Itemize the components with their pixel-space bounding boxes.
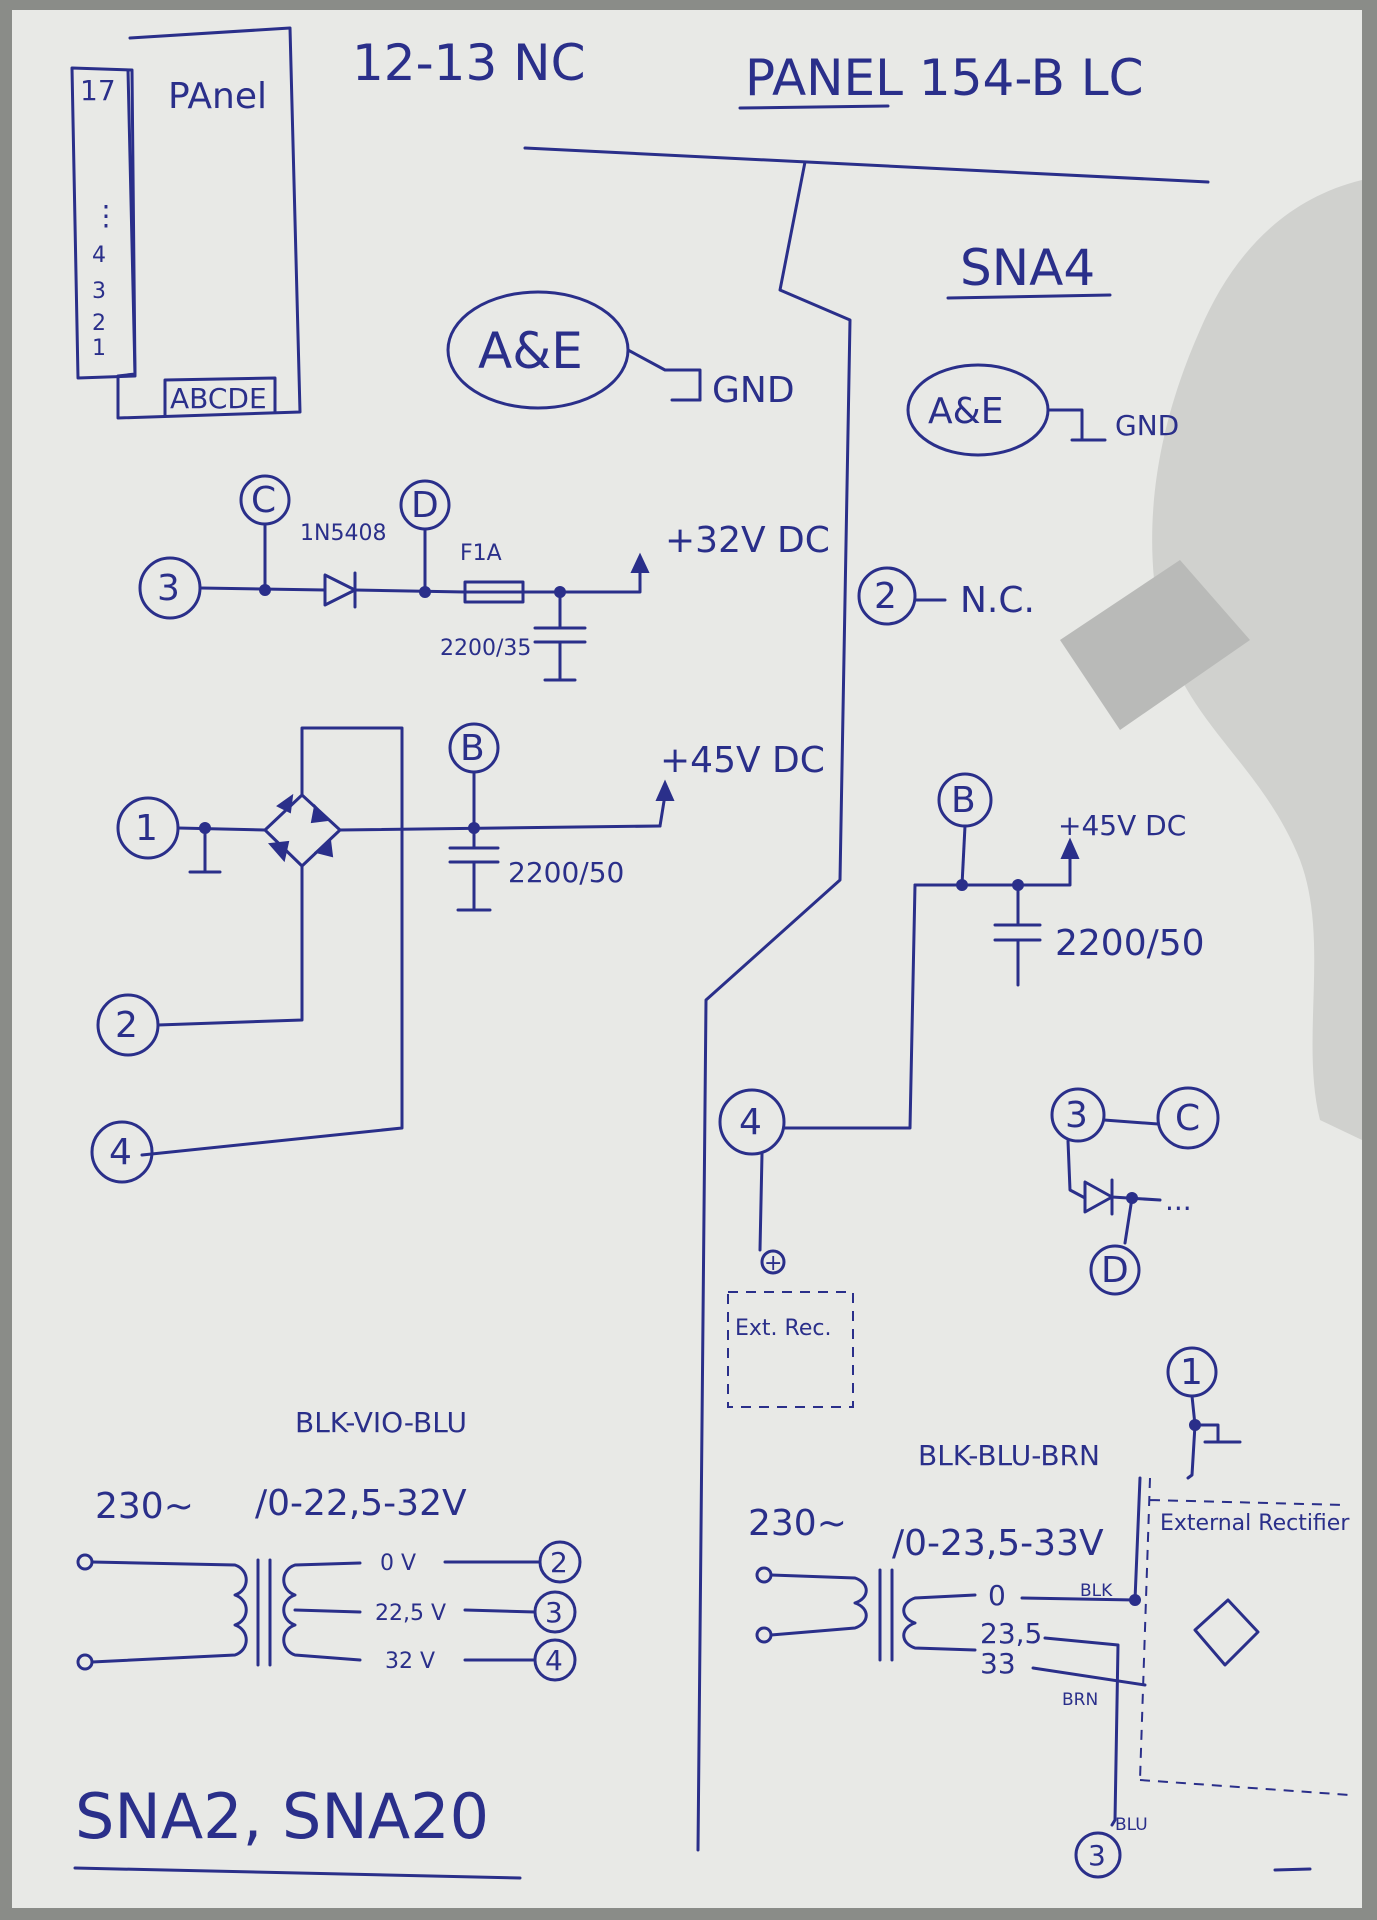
left-tap-22: 22,5 V	[375, 1601, 446, 1626]
panel-pin-dots: ⋮	[92, 199, 120, 232]
left-ae-label: A&E	[478, 322, 583, 380]
left-out-4: 4	[545, 1644, 563, 1677]
left-out-2: 2	[550, 1546, 568, 1579]
right-ae-label: A&E	[928, 391, 1003, 432]
left-node-3: 3	[157, 568, 180, 609]
panel-pin-1: 1	[92, 336, 106, 361]
center-divider	[696, 160, 852, 1852]
right-tap-33: 33	[980, 1647, 1016, 1680]
left-transformer: BLK-VIO-BLU 230~ /0-22,5-32V 0 V 22,5 V …	[73, 1406, 582, 1880]
right-gnd-label: GND	[1115, 409, 1179, 442]
right-nc-row: 2 N.C.	[857, 566, 1035, 626]
left-cap1-label: 2200/35	[440, 636, 531, 661]
right-tap-23: 23,5	[980, 1617, 1042, 1650]
panel-columns: ABCDE	[170, 382, 267, 415]
right-dots: ...	[1165, 1184, 1192, 1217]
panel-pin-4: 4	[92, 243, 106, 268]
right-ae-block: A&E GND	[906, 363, 1179, 457]
left-out-3: 3	[545, 1596, 563, 1629]
right-node-b: B	[951, 780, 976, 821]
left-32v-circuit: 3 C 1N5408 D F1A 2200/35 +32V DC	[138, 474, 830, 682]
left-node-1: 1	[135, 808, 158, 849]
left-32v-label: +32V DC	[665, 520, 830, 561]
right-3cd-detail: 3 C ... D	[1050, 1086, 1220, 1296]
left-node-2: 2	[115, 1005, 138, 1046]
panel-pin-top: 17	[80, 74, 116, 107]
left-node-4: 4	[109, 1132, 132, 1173]
left-node-c: C	[251, 480, 276, 521]
panel-pin-2: 2	[92, 311, 106, 336]
right-ext-label: External Rectifier	[1160, 1511, 1350, 1536]
left-mains-label: 230~	[95, 1486, 194, 1527]
right-transformer: 1 BLK-BLU-BRN 230~ /0-23,5-33V 0 23,5 33…	[748, 1346, 1350, 1879]
panel-box: 17 PAnel ⋮ 4 3 2 1 ABCDE	[70, 26, 302, 420]
panel-pin-3: 3	[92, 279, 106, 304]
right-node-3b: 3	[1088, 1839, 1106, 1872]
right-plus: +	[764, 1251, 782, 1276]
right-node-3: 3	[1065, 1095, 1088, 1136]
right-brn-label: BRN	[1062, 1690, 1098, 1710]
left-cap2-label: 2200/50	[508, 856, 624, 889]
left-45v-circuit: 1 B 2200/50 +45V DC 2 4	[90, 722, 825, 1184]
left-tap-32: 32 V	[385, 1649, 435, 1674]
left-node-d: D	[411, 485, 439, 526]
left-ae-block: A&E GND	[446, 290, 795, 411]
right-taps-label: /0-23,5-33V	[892, 1523, 1104, 1564]
left-gnd-label: GND	[712, 370, 795, 411]
right-nc-label: N.C.	[960, 580, 1035, 621]
right-45v-label: +45V DC	[1058, 809, 1186, 842]
right-node-4: 4	[739, 1102, 762, 1143]
left-45v-label: +45V DC	[660, 740, 825, 781]
right-model-label: SNA4	[960, 239, 1095, 297]
right-ext-rec-label: Ext. Rec.	[735, 1316, 831, 1341]
left-node-b: B	[460, 728, 485, 769]
shadow	[1152, 180, 1362, 1140]
left-wires-label: BLK-VIO-BLU	[295, 1406, 467, 1439]
shadow-clip	[1060, 560, 1250, 730]
right-tap-0: 0	[988, 1579, 1006, 1612]
right-blk-label: BLK	[1080, 1581, 1113, 1601]
left-tap-0: 0 V	[380, 1551, 416, 1576]
right-node-d: D	[1101, 1250, 1129, 1291]
right-node-1: 1	[1180, 1352, 1203, 1393]
left-model-label: SNA2, SNA20	[75, 1780, 489, 1853]
nc-note: 12-13 NC	[352, 34, 586, 92]
left-fuse-label: F1A	[460, 541, 502, 566]
right-blu-label: BLU	[1115, 1815, 1148, 1835]
panel-title-underline	[738, 104, 890, 110]
right-cap-label: 2200/50	[1055, 923, 1205, 964]
right-wires-label: BLK-BLU-BRN	[918, 1439, 1100, 1472]
right-45v-circuit: B +45V DC 2200/50 4 + Ext. Rec.	[718, 772, 1205, 1408]
left-diode-label: 1N5408	[300, 521, 386, 546]
right-node-2: 2	[874, 576, 897, 617]
panel-label: PAnel	[168, 76, 267, 117]
top-separator	[523, 146, 1210, 184]
left-taps-label: /0-22,5-32V	[255, 1483, 467, 1524]
panel-title: PANEL 154-B LC	[745, 49, 1144, 107]
paper	[12, 10, 1362, 1908]
right-model-underline	[946, 293, 1112, 300]
right-mains-label: 230~	[748, 1503, 847, 1544]
right-node-c: C	[1175, 1098, 1200, 1139]
